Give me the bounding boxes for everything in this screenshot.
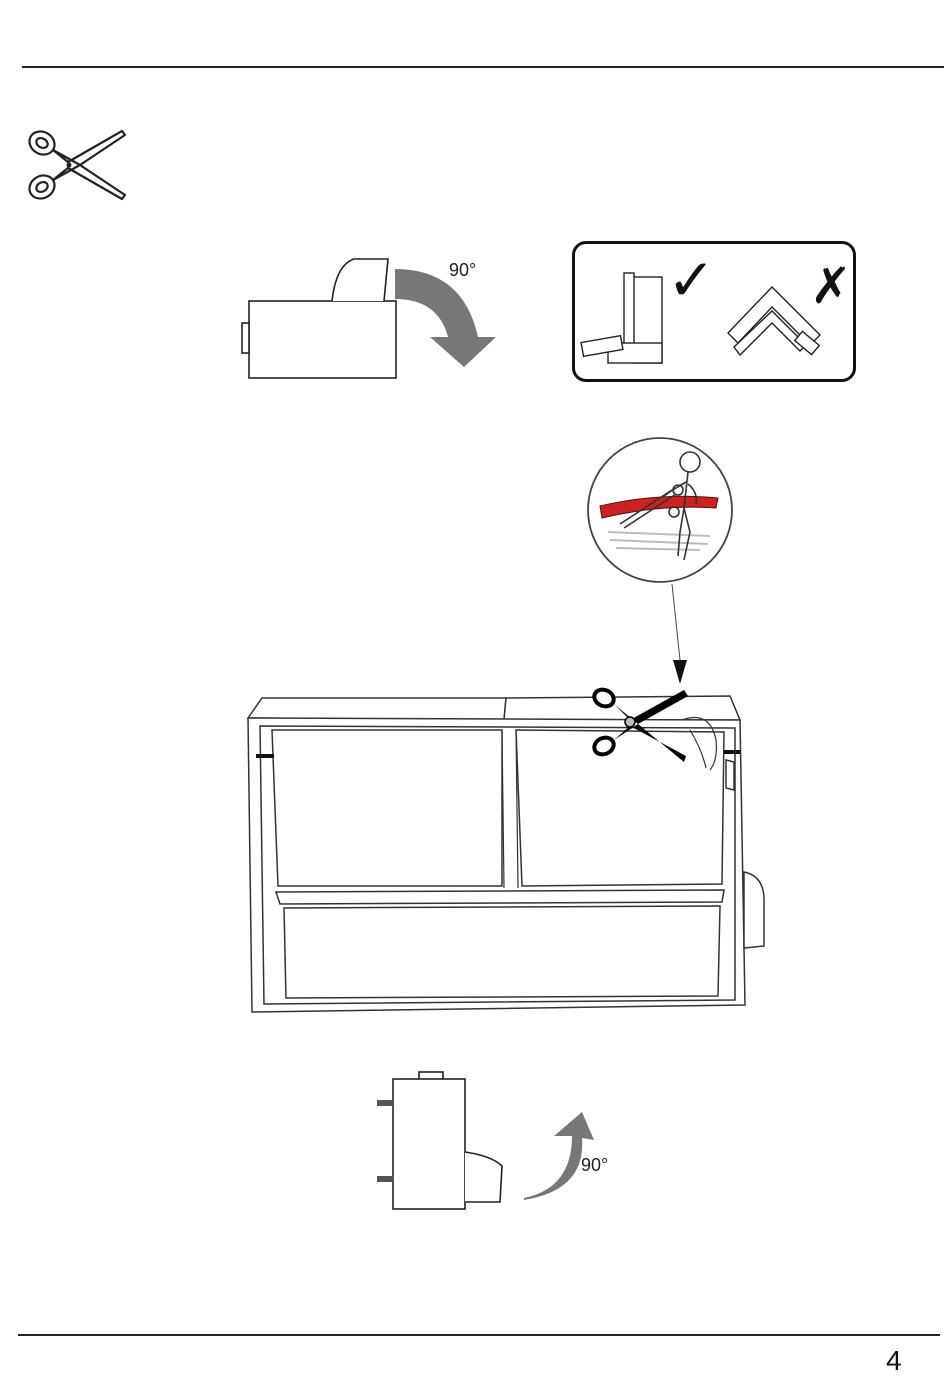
top-divider bbox=[22, 66, 944, 68]
scissors-icon bbox=[25, 125, 130, 207]
rotation-label-bottom: 90° bbox=[581, 1155, 608, 1176]
cut-here-scissors-icon bbox=[588, 684, 692, 764]
correct-mark-icon: ✓ bbox=[667, 250, 716, 310]
module-side-view-bottom bbox=[372, 1068, 602, 1218]
rotation-label-top: 90° bbox=[449, 260, 476, 281]
wrong-mark-icon: ✗ bbox=[810, 258, 852, 314]
rotate-arrow-down bbox=[395, 269, 496, 367]
correct-orientation-drawing bbox=[578, 265, 668, 370]
cut-detail-illustration bbox=[580, 432, 745, 687]
page-number: 4 bbox=[886, 1345, 902, 1377]
bottom-divider bbox=[18, 1334, 940, 1336]
